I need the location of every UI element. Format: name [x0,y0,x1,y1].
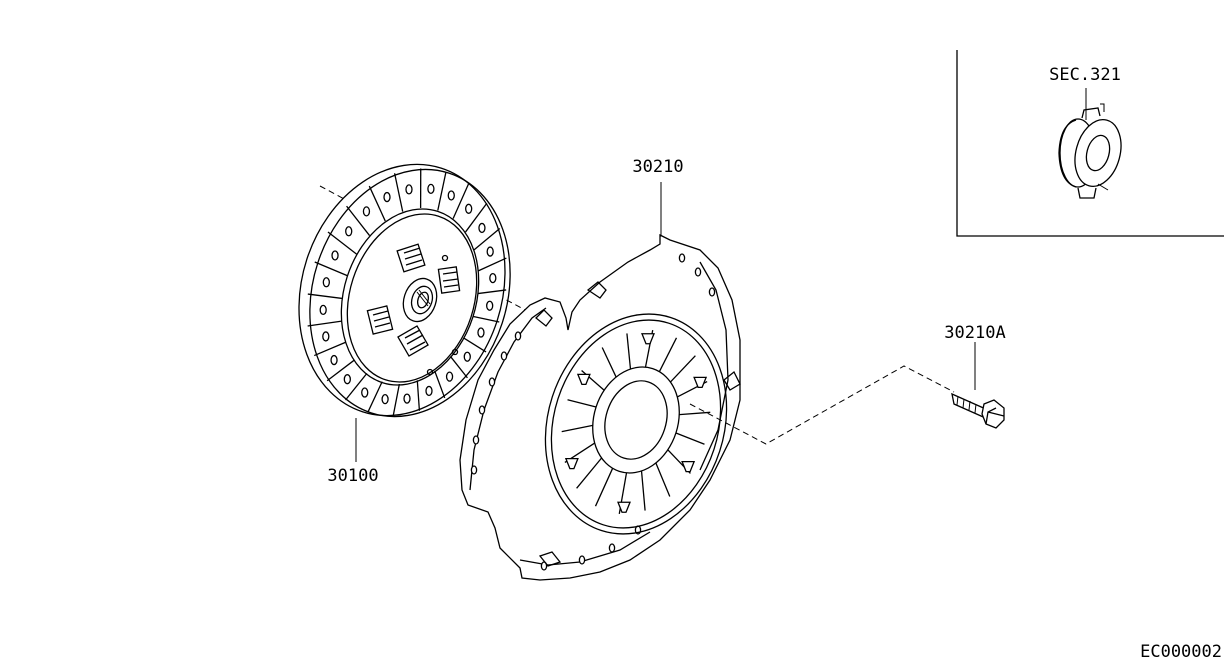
friction-rivet [447,190,455,201]
clutch-disc-drawing [298,163,607,418]
friction-rivet [383,191,391,203]
friction-rivet [425,385,433,397]
section-ref-label: SEC.321 [1049,65,1121,85]
diaphragm-finger [655,462,671,497]
friction-segment-divider [326,359,355,382]
cover-mount-hole [578,555,586,565]
diaphragm-finger [561,424,593,433]
friction-rivet [319,304,327,316]
friction-rivet [463,351,471,362]
friction-segment-divider [346,205,371,236]
cover-mount-hole [488,377,496,387]
friction-segment-divider [307,293,343,300]
friction-rivet [361,387,369,398]
cover-mount-hole [514,331,522,341]
cover-mount-hole [694,267,702,277]
friction-rivet [322,277,330,288]
friction-rivet [331,250,339,261]
inset-frame [956,50,1224,237]
cover-mount-hole [478,405,486,415]
diaphragm-finger [640,470,646,511]
friction-rivet [445,371,454,382]
friction-segment-divider [473,227,501,251]
friction-segment-divider [477,289,507,295]
diaphragm-finger [658,337,678,372]
cover-mount-hole [500,351,508,361]
finger-slot [693,376,708,389]
friction-rivet [381,393,389,405]
friction-segment-divider [367,381,383,413]
friction-segment-divider [434,370,446,399]
diaphragm-finger [594,468,614,507]
finger-slot [576,373,591,385]
diaphragm-finger [576,457,603,489]
diaphragm-finger [675,432,705,445]
finger-slot [617,501,631,513]
friction-rivet [403,393,411,404]
friction-segment-divider [449,356,468,379]
friction-rivet [362,206,371,217]
friction-segment-divider [368,185,386,222]
friction-rivet [345,226,353,237]
diaphragm-finger [626,333,632,370]
cover-bolt-drawing [951,392,1005,429]
diaphragm-finger [669,355,696,383]
diaphragm-finger [679,411,711,416]
friction-rivet [477,327,485,338]
figure-code-label: EC000002 [1140,642,1222,662]
friction-segment-divider [463,337,487,353]
diaphragm-finger [567,399,597,408]
clutch-cover-label: 30210 [632,157,683,177]
clutch-cover-drawing [459,233,741,581]
friction-rivet [330,354,338,366]
friction-rivet [486,300,494,311]
cover-mount-hole [608,543,616,553]
friction-rivet [478,222,486,234]
friction-rivet [465,203,473,214]
friction-segment-divider [393,173,404,212]
friction-rivet [322,331,330,342]
cover-mount-hole [470,465,478,475]
finger-slot [564,457,579,470]
cover-mount-hole [472,435,480,445]
friction-segment-divider [477,257,507,272]
cover-mount-hole [708,287,716,297]
friction-rivet [343,374,351,385]
friction-segment-divider [437,172,447,211]
friction-segment-divider [416,380,421,411]
friction-rivet [427,183,435,195]
friction-segment-divider [307,320,342,327]
bolt-axis-line [689,365,955,445]
friction-segment-divider [313,341,347,357]
friction-segment-divider [345,372,368,401]
clutch-disc-label: 30100 [327,466,378,486]
friction-rivet [405,184,413,195]
friction-rivet [489,272,497,284]
cover-bolt-label: 30210A [944,323,1005,343]
friction-segment-divider [392,383,401,416]
friction-rivet [486,246,494,257]
friction-segment-divider [314,261,348,277]
friction-segment-divider [464,202,488,233]
release-bearing-drawing [1058,103,1122,199]
friction-segment-divider [472,315,500,323]
finger-slot [681,461,696,473]
friction-segment-divider [452,183,470,219]
diaphragm-finger [601,347,617,378]
friction-segment-divider [327,231,357,255]
cover-mount-hole [678,253,686,263]
finger-slot [641,333,655,345]
